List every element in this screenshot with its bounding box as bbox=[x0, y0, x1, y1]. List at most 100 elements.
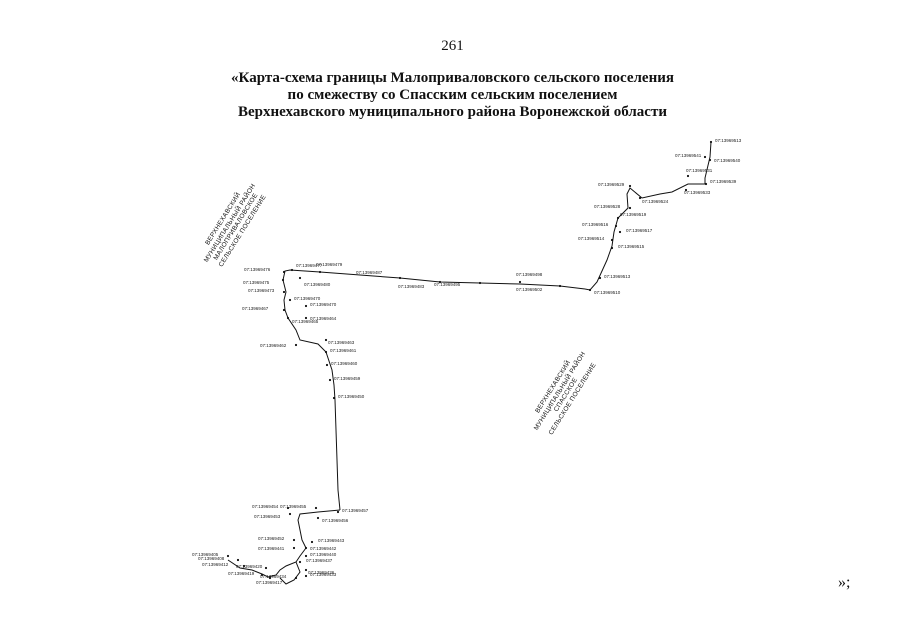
boundary-vertex bbox=[616, 216, 620, 220]
vertex-label: 07:13969465 bbox=[292, 319, 319, 324]
vertex-label: 07:13969437 bbox=[306, 558, 333, 563]
boundary-vertex bbox=[282, 308, 286, 312]
map-title: «Карта-схема границы Малоприваловского с… bbox=[0, 70, 905, 121]
vertex-label: 07:13969540 bbox=[714, 158, 741, 163]
title-line-1: «Карта-схема границы Малоприваловского с… bbox=[231, 70, 674, 86]
vertex-label: 07:13969453 bbox=[254, 514, 281, 519]
page-number: 261 bbox=[441, 38, 464, 54]
vertex-label: 07:13969464 bbox=[310, 316, 337, 321]
vertex-label: 07:13969461 bbox=[330, 348, 357, 353]
vertex-label: 07:13969502 bbox=[516, 287, 543, 292]
vertex-label: 07:13969539 bbox=[710, 179, 737, 184]
vertex-label: 07:13969476 bbox=[244, 267, 271, 272]
boundary-vertex bbox=[226, 554, 230, 558]
vertex-label: 07:13969510 bbox=[594, 290, 621, 295]
vertex-label: 07:13969450 bbox=[338, 394, 365, 399]
vertex-label: 07:13969529 bbox=[598, 182, 625, 187]
vertex-label: 07:13969514 bbox=[578, 236, 605, 241]
vertex-label: 07:13969470 bbox=[310, 302, 337, 307]
vertex-label: 07:13969480 bbox=[304, 282, 331, 287]
boundary-vertex bbox=[518, 280, 522, 284]
vertex-label: 07:13969477 bbox=[296, 263, 323, 268]
boundary-vertex bbox=[292, 546, 296, 550]
vertex-label: 07:13969454 bbox=[252, 504, 279, 509]
vertex-label: 07:13969498 bbox=[516, 272, 543, 277]
vertex-label: 07:13969528 bbox=[594, 204, 621, 209]
vertex-label: 07:13969459 bbox=[334, 376, 361, 381]
vertex-label: 07:13969452 bbox=[258, 536, 285, 541]
boundary-vertex bbox=[292, 538, 296, 542]
vertex-label: 07:13969433 bbox=[310, 572, 337, 577]
boundary-vertex bbox=[398, 276, 402, 280]
boundary-vertex bbox=[304, 304, 308, 308]
boundary-vertex bbox=[638, 196, 642, 200]
boundary-vertex bbox=[610, 238, 614, 242]
boundary-vertex bbox=[298, 276, 302, 280]
vertex-label: 07:13969487 bbox=[356, 270, 383, 275]
vertex-label: 07:13969470 bbox=[294, 296, 321, 301]
vertex-label: 07:13969495 bbox=[434, 282, 461, 287]
boundary-vertex bbox=[286, 506, 290, 510]
title-line-2: по смежеству со Спасским сельским поселе… bbox=[287, 87, 618, 103]
boundary-vertex bbox=[614, 224, 618, 228]
vertex-label: 07:13969519 bbox=[620, 212, 647, 217]
boundary-vertex bbox=[314, 506, 318, 510]
closing-quote: »; bbox=[838, 574, 851, 591]
vertex-label: 07:13969533 bbox=[684, 190, 711, 195]
boundary-vertex bbox=[318, 270, 322, 274]
vertex-label: 07:13969515 bbox=[618, 244, 645, 249]
boundary-vertex bbox=[328, 378, 332, 382]
vertex-label: 07:13969417 bbox=[256, 580, 283, 585]
boundary-vertex bbox=[336, 510, 340, 514]
vertex-label: 07:13969434 bbox=[260, 574, 287, 579]
vertex-label: 07:13969455 bbox=[280, 504, 307, 509]
boundary-vertex bbox=[324, 350, 328, 354]
vertex-label: 07:13969441 bbox=[258, 546, 285, 551]
boundary-vertex bbox=[709, 140, 713, 144]
boundary-vertex bbox=[310, 540, 314, 544]
boundary-vertex bbox=[478, 281, 482, 285]
title-line-3: Верхнехавского муниципального района Вор… bbox=[238, 104, 667, 120]
boundary-vertex bbox=[281, 278, 285, 282]
vertex-label: 07:13969479 bbox=[316, 262, 343, 267]
boundary-vertex bbox=[282, 290, 286, 294]
vertex-label: 07:13969442 bbox=[310, 546, 337, 551]
boundary-vertex bbox=[290, 268, 294, 272]
vertex-label: 07:13969405 bbox=[192, 552, 219, 557]
boundary-vertex bbox=[598, 276, 602, 280]
vertex-label: 07:13969460 bbox=[331, 361, 358, 366]
boundary-vertex bbox=[304, 574, 308, 578]
boundary-vertex bbox=[304, 316, 308, 320]
boundary-vertex bbox=[628, 184, 632, 188]
vertex-label: 07:13969456 bbox=[322, 518, 349, 523]
boundary-vertex bbox=[288, 298, 292, 302]
boundary-segment-northeast bbox=[584, 141, 712, 291]
boundary-vertex bbox=[298, 560, 302, 564]
boundary-vertex bbox=[628, 206, 632, 210]
vertex-label: 07:13969463 bbox=[328, 340, 355, 345]
boundary-segment-spur bbox=[279, 561, 301, 585]
vertex-label: 07:13969412 bbox=[202, 562, 229, 567]
boundary-vertex bbox=[294, 343, 298, 347]
boundary-points bbox=[226, 140, 713, 580]
vertex-label: 07:13969516 bbox=[582, 222, 609, 227]
vertex-label: 07:13969419 bbox=[228, 571, 255, 576]
vertex-label: 07:13969457 bbox=[342, 508, 369, 513]
boundary-vertex bbox=[304, 554, 308, 558]
vertex-label: 07:13969462 bbox=[260, 343, 287, 348]
boundary-vertex bbox=[304, 568, 308, 572]
boundary-vertex bbox=[304, 546, 308, 550]
boundary-vertex bbox=[282, 270, 286, 274]
boundary-vertex bbox=[686, 174, 690, 178]
boundary-vertex bbox=[558, 284, 562, 288]
vertex-label: 07:13969475 bbox=[243, 280, 270, 285]
vertex-label: 07:13969473 bbox=[248, 288, 275, 293]
boundary-vertex bbox=[260, 573, 264, 577]
boundary-segment-south bbox=[227, 509, 341, 578]
boundary-vertex bbox=[618, 230, 622, 234]
vertex-label: 07:13969420 bbox=[236, 564, 263, 569]
boundary-vertex bbox=[588, 288, 592, 292]
vertex-label: 07:13969524 bbox=[642, 199, 669, 204]
boundary-vertex bbox=[704, 182, 708, 186]
